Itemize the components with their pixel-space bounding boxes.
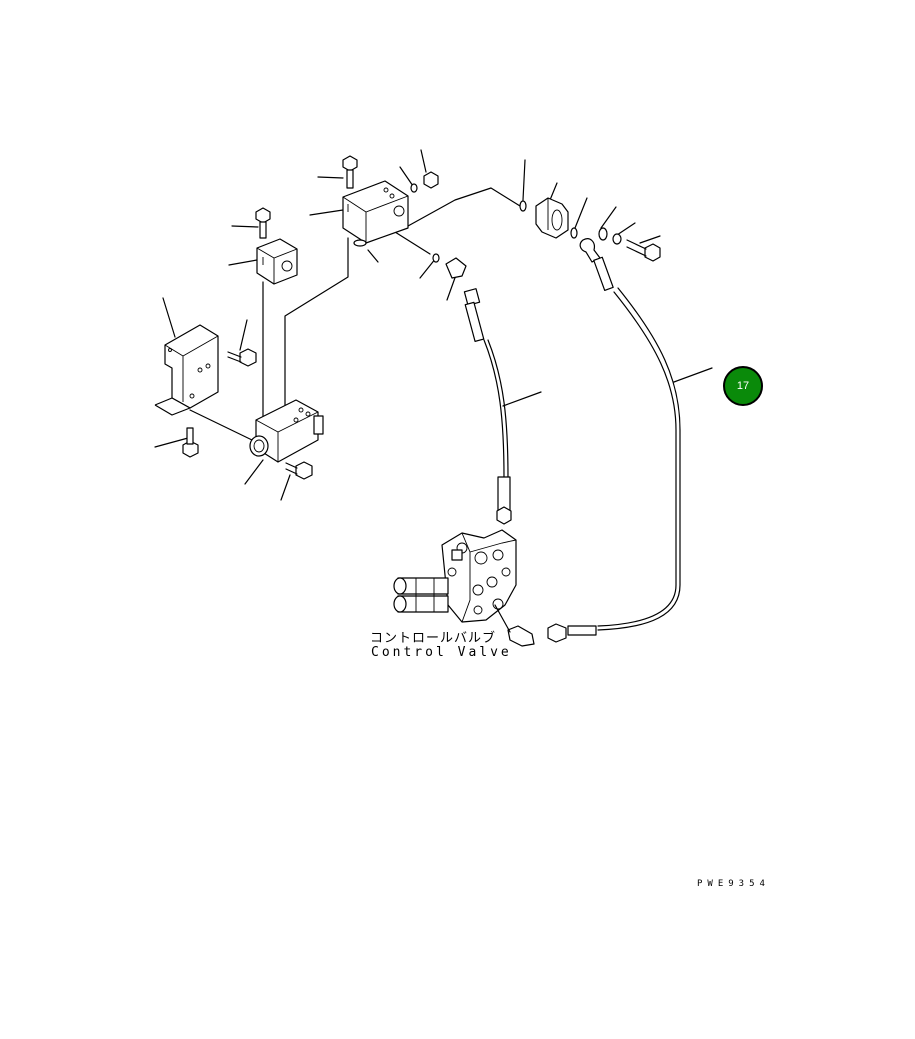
part-callout-button[interactable]: 17: [723, 366, 763, 406]
pipe-lines: [189, 187, 681, 631]
solenoid-valve-block: [249, 399, 324, 463]
control-valve-label-en: Control Valve: [371, 645, 512, 660]
o-rings-and-washers: [353, 183, 622, 263]
manifold-block-small: [256, 238, 298, 285]
mounting-bracket: [154, 324, 219, 416]
control-valve-label-jp: コントロールバルブ: [370, 631, 497, 646]
bolt-parts: [182, 155, 661, 480]
hose-fittings: [445, 238, 614, 647]
manifold-block-top: [342, 180, 409, 244]
control-valve-assembly: [393, 529, 517, 633]
flange-adapter: [535, 197, 569, 239]
drawing-code: PWE9354: [697, 879, 770, 889]
part-callout-number: 17: [736, 380, 750, 392]
leader-lines: [154, 149, 713, 501]
